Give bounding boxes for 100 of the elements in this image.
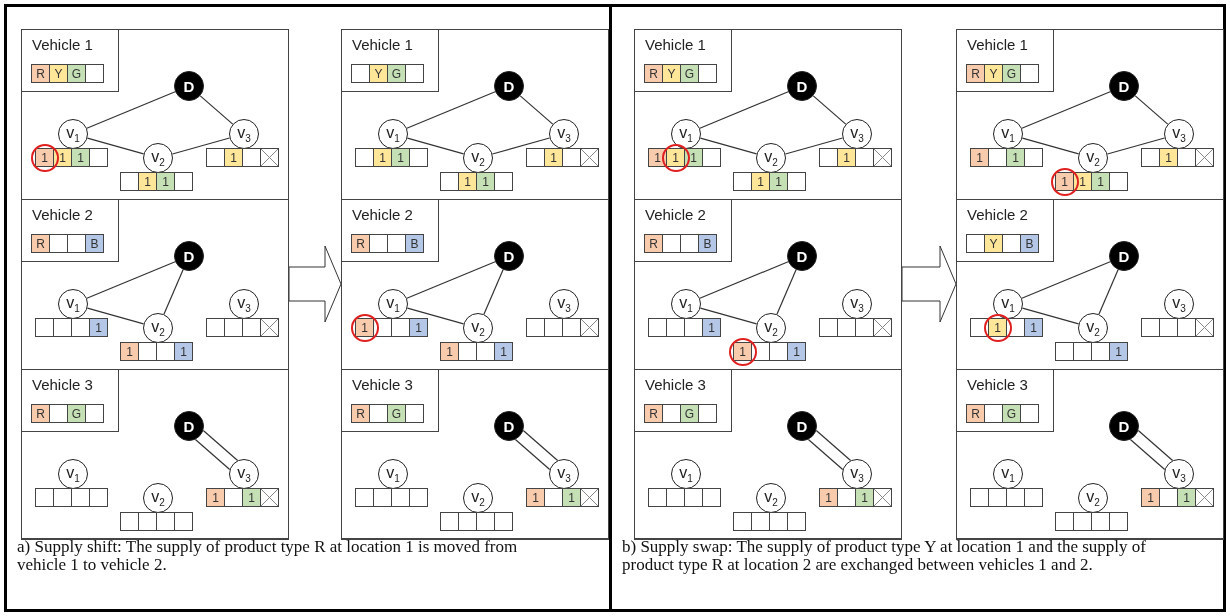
vehicle-panel: [634, 369, 902, 540]
vehicle-title: Vehicle 3: [967, 376, 1028, 393]
route-line: [406, 307, 465, 325]
location-node: v$_{2}$: [756, 313, 786, 343]
route-line: [491, 137, 551, 155]
vehicle-header-box: [956, 199, 1054, 262]
location-node: v$_{3}$: [842, 289, 872, 319]
location-node: v$_{3}$: [1164, 459, 1194, 489]
route-line: [1106, 137, 1166, 155]
scenario-column: [21, 29, 289, 539]
figure-panel-frame: [609, 4, 1226, 612]
location-node: v$_{1}$: [378, 289, 408, 319]
route-line: [86, 91, 176, 129]
route-line: [519, 95, 554, 125]
route-line: [699, 307, 758, 325]
supply-slot: 1: [409, 318, 428, 337]
vehicle-header-box: [956, 29, 1054, 92]
vehicle-header-box: [634, 199, 732, 262]
depot-node: D: [1109, 241, 1139, 271]
route-line: [812, 95, 847, 125]
route-line: [807, 438, 844, 471]
location-node: v$_{1}$: [378, 459, 408, 489]
location-node: v$_{2}$: [143, 313, 173, 343]
route-line: [699, 261, 789, 299]
depot-node: D: [787, 71, 817, 101]
location-node: v$_{3}$: [549, 289, 579, 319]
route-line: [86, 261, 176, 299]
location-node: v$_{1}$: [671, 459, 701, 489]
route-line: [194, 438, 231, 471]
figure-panel-frame: [4, 4, 612, 612]
route-line: [1021, 91, 1111, 129]
location-node: v$_{2}$: [463, 313, 493, 343]
supply-slot: 1: [174, 342, 193, 361]
vehicle-header-box: [956, 369, 1054, 432]
route-line: [202, 429, 239, 462]
location-node: v$_{2}$: [463, 483, 493, 513]
depot-node: D: [174, 411, 204, 441]
vehicle-title: Vehicle 2: [32, 206, 93, 223]
vehicle-header-box: [21, 199, 119, 262]
vehicle-title: Vehicle 3: [645, 376, 706, 393]
vehicle-title: Vehicle 1: [645, 36, 706, 53]
location-node: v$_{3}$: [1164, 119, 1194, 149]
vehicle-title: Vehicle 1: [967, 36, 1028, 53]
vehicle-title: Vehicle 2: [645, 206, 706, 223]
location-node: v$_{1}$: [993, 289, 1023, 319]
location-node: v$_{3}$: [549, 459, 579, 489]
route-line: [514, 438, 551, 471]
route-line: [406, 91, 496, 129]
location-node: v$_{1}$: [993, 459, 1023, 489]
route-line: [776, 269, 797, 315]
location-node: v$_{3}$: [229, 289, 259, 319]
route-line: [406, 137, 465, 155]
route-line: [522, 429, 559, 462]
depot-node: D: [174, 71, 204, 101]
route-line: [163, 269, 184, 315]
location-node: v$_{1}$: [671, 289, 701, 319]
supply-slot: 1: [89, 318, 108, 337]
supply-slot: 1: [1109, 342, 1128, 361]
vehicle-panel: [956, 369, 1224, 540]
location-node: v$_{2}$: [1078, 313, 1108, 343]
product-slot: B: [1020, 234, 1039, 253]
location-node: v$_{3}$: [229, 119, 259, 149]
vehicle-title: Vehicle 2: [967, 206, 1028, 223]
route-line: [1129, 438, 1166, 471]
depot-node: D: [787, 241, 817, 271]
supply-slot: 1: [1024, 318, 1043, 337]
vehicle-header-box: [341, 29, 439, 92]
supply-slot: 1: [702, 318, 721, 337]
vehicle-header-box: [21, 369, 119, 432]
depot-node: D: [1109, 411, 1139, 441]
route-line: [1137, 429, 1174, 462]
route-line: [699, 137, 758, 155]
block-arrow: [288, 245, 342, 323]
location-node: v$_{3}$: [229, 459, 259, 489]
location-node: v$_{2}$: [463, 143, 493, 173]
route-line: [483, 269, 504, 315]
depot-node: D: [494, 71, 524, 101]
location-node: v$_{2}$: [756, 483, 786, 513]
depot-node: D: [174, 241, 204, 271]
vehicle-title: Vehicle 3: [32, 376, 93, 393]
location-node: v$_{1}$: [58, 289, 88, 319]
block-arrow: [901, 245, 957, 323]
location-node: v$_{1}$: [378, 119, 408, 149]
supply-slot: 1: [787, 342, 806, 361]
scenario-column: [341, 29, 609, 539]
supply-slot: 1: [494, 342, 513, 361]
route-line: [1021, 261, 1111, 299]
route-line: [699, 91, 789, 129]
vehicle-panel: [341, 369, 609, 540]
location-node: v$_{1}$: [671, 119, 701, 149]
route-line: [1134, 95, 1169, 125]
route-line: [86, 307, 145, 325]
location-node: v$_{1}$: [993, 119, 1023, 149]
location-node: v$_{1}$: [58, 119, 88, 149]
vehicle-header-box: [341, 199, 439, 262]
vehicle-header-box: [21, 29, 119, 92]
location-node: v$_{2}$: [756, 143, 786, 173]
location-node: v$_{2}$: [1078, 143, 1108, 173]
vehicle-header-box: [634, 29, 732, 92]
route-line: [406, 261, 496, 299]
